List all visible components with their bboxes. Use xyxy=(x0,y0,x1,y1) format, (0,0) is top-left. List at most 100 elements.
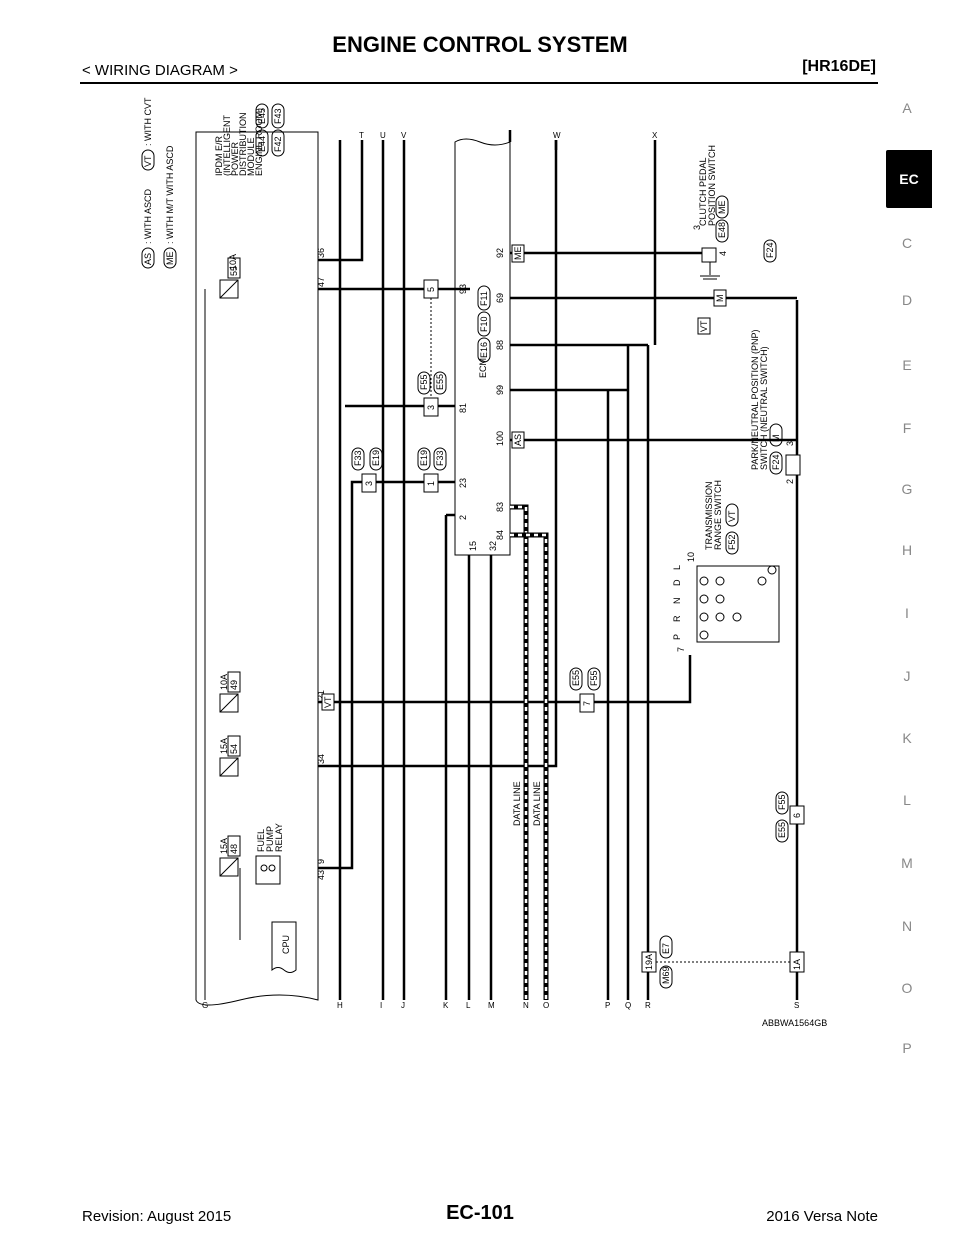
svg-text:E45: E45 xyxy=(257,108,267,124)
legend-as-tag: AS xyxy=(143,253,153,265)
index-j[interactable]: J xyxy=(903,668,911,684)
index-l[interactable]: L xyxy=(903,792,911,808)
ipdm-connectors: E44 E45 F42 F43 xyxy=(255,103,285,157)
cpu-box xyxy=(271,921,297,973)
svg-text:M: M xyxy=(715,295,725,303)
index-h[interactable]: H xyxy=(901,542,913,558)
page-number: EC-101 xyxy=(446,1202,514,1224)
svg-text:G: G xyxy=(202,1001,208,1010)
route-letters: T U V W X G H I J K L M N O P Q R S xyxy=(202,131,799,1010)
legend-as-text: : WITH ASCD xyxy=(143,188,153,244)
ecm-label: ECM xyxy=(478,358,488,378)
inline-7 xyxy=(579,693,595,713)
data-line-labels: DATA LINE DATA LINE xyxy=(512,781,542,826)
wire-36 xyxy=(318,140,364,262)
svg-text:1A: 1A xyxy=(792,959,802,970)
svg-text:M69: M69 xyxy=(661,966,671,984)
svg-text:5: 5 xyxy=(426,287,436,292)
svg-text:K: K xyxy=(443,1001,449,1010)
svg-text:ME: ME xyxy=(717,201,727,215)
svg-text:E16: E16 xyxy=(479,342,489,358)
page-title: ENGINE CONTROL SYSTEM xyxy=(332,32,628,57)
data-line-83-dash xyxy=(510,505,528,1000)
svg-text:F10: F10 xyxy=(479,316,489,332)
svg-text:P: P xyxy=(605,1001,610,1010)
svg-text:88: 88 xyxy=(495,340,505,350)
index-f[interactable]: F xyxy=(902,420,912,436)
svg-text:S: S xyxy=(794,1001,799,1010)
legend-me-tag: ME xyxy=(165,252,175,266)
legend-vt-tag: VT xyxy=(143,155,153,167)
svg-text:DATA LINE: DATA LINE xyxy=(512,781,522,826)
svg-text:36: 36 xyxy=(316,248,326,258)
header-rule xyxy=(80,82,878,84)
index-n[interactable]: N xyxy=(901,918,913,934)
trs-switch: TRANSMISSION RANGE SWITCH F52 VT 10 7 P … xyxy=(672,480,780,652)
svg-text:CLUTCH PEDAL: CLUTCH PEDAL xyxy=(698,157,708,226)
index-i[interactable]: I xyxy=(905,605,909,621)
svg-text:2: 2 xyxy=(785,479,795,484)
svg-text:F33: F33 xyxy=(435,450,445,466)
data-lines xyxy=(510,504,549,1000)
svg-text:21: 21 xyxy=(316,690,326,700)
svg-text:3: 3 xyxy=(785,441,795,446)
relay-line-3: RELAY xyxy=(274,823,284,852)
svg-text:F55: F55 xyxy=(419,374,429,390)
svg-text:IPDM E/R: IPDM E/R xyxy=(214,135,224,176)
svg-text:1: 1 xyxy=(426,481,436,486)
ipdm-title: IPDM E/R (INTELLIGENT POWER DISTRIBUTION… xyxy=(214,108,264,176)
fuse-48-amp: 15A xyxy=(219,838,229,854)
index-g[interactable]: G xyxy=(901,481,913,497)
svg-text:3: 3 xyxy=(692,225,702,230)
svg-text:J: J xyxy=(401,1001,405,1010)
svg-text:X: X xyxy=(652,131,658,140)
svg-text:F24: F24 xyxy=(765,242,775,258)
legend-vt-text: : WITH CVT xyxy=(143,97,153,146)
svg-text:9: 9 xyxy=(316,859,326,864)
svg-text:I: I xyxy=(380,1001,382,1010)
index-m[interactable]: M xyxy=(901,855,913,871)
svg-text:E55: E55 xyxy=(435,374,445,390)
index-p[interactable]: P xyxy=(902,1040,912,1056)
svg-text:W: W xyxy=(553,131,561,140)
fuse-labels: 10A 55 10A 49 15A 54 15A 48 xyxy=(219,254,241,857)
svg-text:2: 2 xyxy=(458,515,468,520)
svg-text:7: 7 xyxy=(676,647,686,652)
svg-text:H: H xyxy=(337,1001,343,1010)
fuse-group xyxy=(219,279,239,877)
svg-text:F55: F55 xyxy=(777,794,787,810)
index-ec[interactable]: EC xyxy=(886,150,932,208)
svg-text:MODULE: MODULE xyxy=(246,137,256,176)
index-o[interactable]: O xyxy=(901,980,913,996)
index-k[interactable]: K xyxy=(902,730,912,746)
svg-text:99: 99 xyxy=(495,385,505,395)
svg-text:43: 43 xyxy=(316,870,326,880)
fuse-49-amp: 10A xyxy=(219,674,229,690)
bottom-connector: 19A E7 M69 1A xyxy=(641,935,805,989)
svg-text:U: U xyxy=(380,131,386,140)
data-line-84-dash xyxy=(510,533,548,1000)
svg-text:VT: VT xyxy=(727,510,737,522)
svg-text:N: N xyxy=(523,1001,529,1010)
svg-text:VT: VT xyxy=(323,696,333,708)
index-c[interactable]: C xyxy=(901,235,913,251)
svg-text:P: P xyxy=(672,634,682,640)
svg-text:POWER: POWER xyxy=(230,141,240,176)
svg-text:83: 83 xyxy=(495,502,505,512)
svg-text:N: N xyxy=(672,598,682,605)
fuse-49-num: 49 xyxy=(229,680,239,690)
revision-date: Revision: August 2015 xyxy=(82,1208,232,1225)
ecm-labels: ECM E16 F10 F11 93 81 23 2 15 92 69 88 9… xyxy=(458,248,505,551)
inline-1 xyxy=(423,473,439,493)
index-d[interactable]: D xyxy=(901,292,913,308)
fuse-54-amp: 15A xyxy=(219,738,229,754)
svg-text:V: V xyxy=(401,131,407,140)
svg-text:DISTRIBUTION: DISTRIBUTION xyxy=(238,112,248,176)
data-line-83 xyxy=(510,504,529,1000)
svg-text:VT: VT xyxy=(699,320,709,332)
svg-text:E19: E19 xyxy=(371,450,381,466)
index-e[interactable]: E xyxy=(902,357,912,373)
svg-text:32: 32 xyxy=(488,541,498,551)
index-a[interactable]: A xyxy=(902,100,912,116)
